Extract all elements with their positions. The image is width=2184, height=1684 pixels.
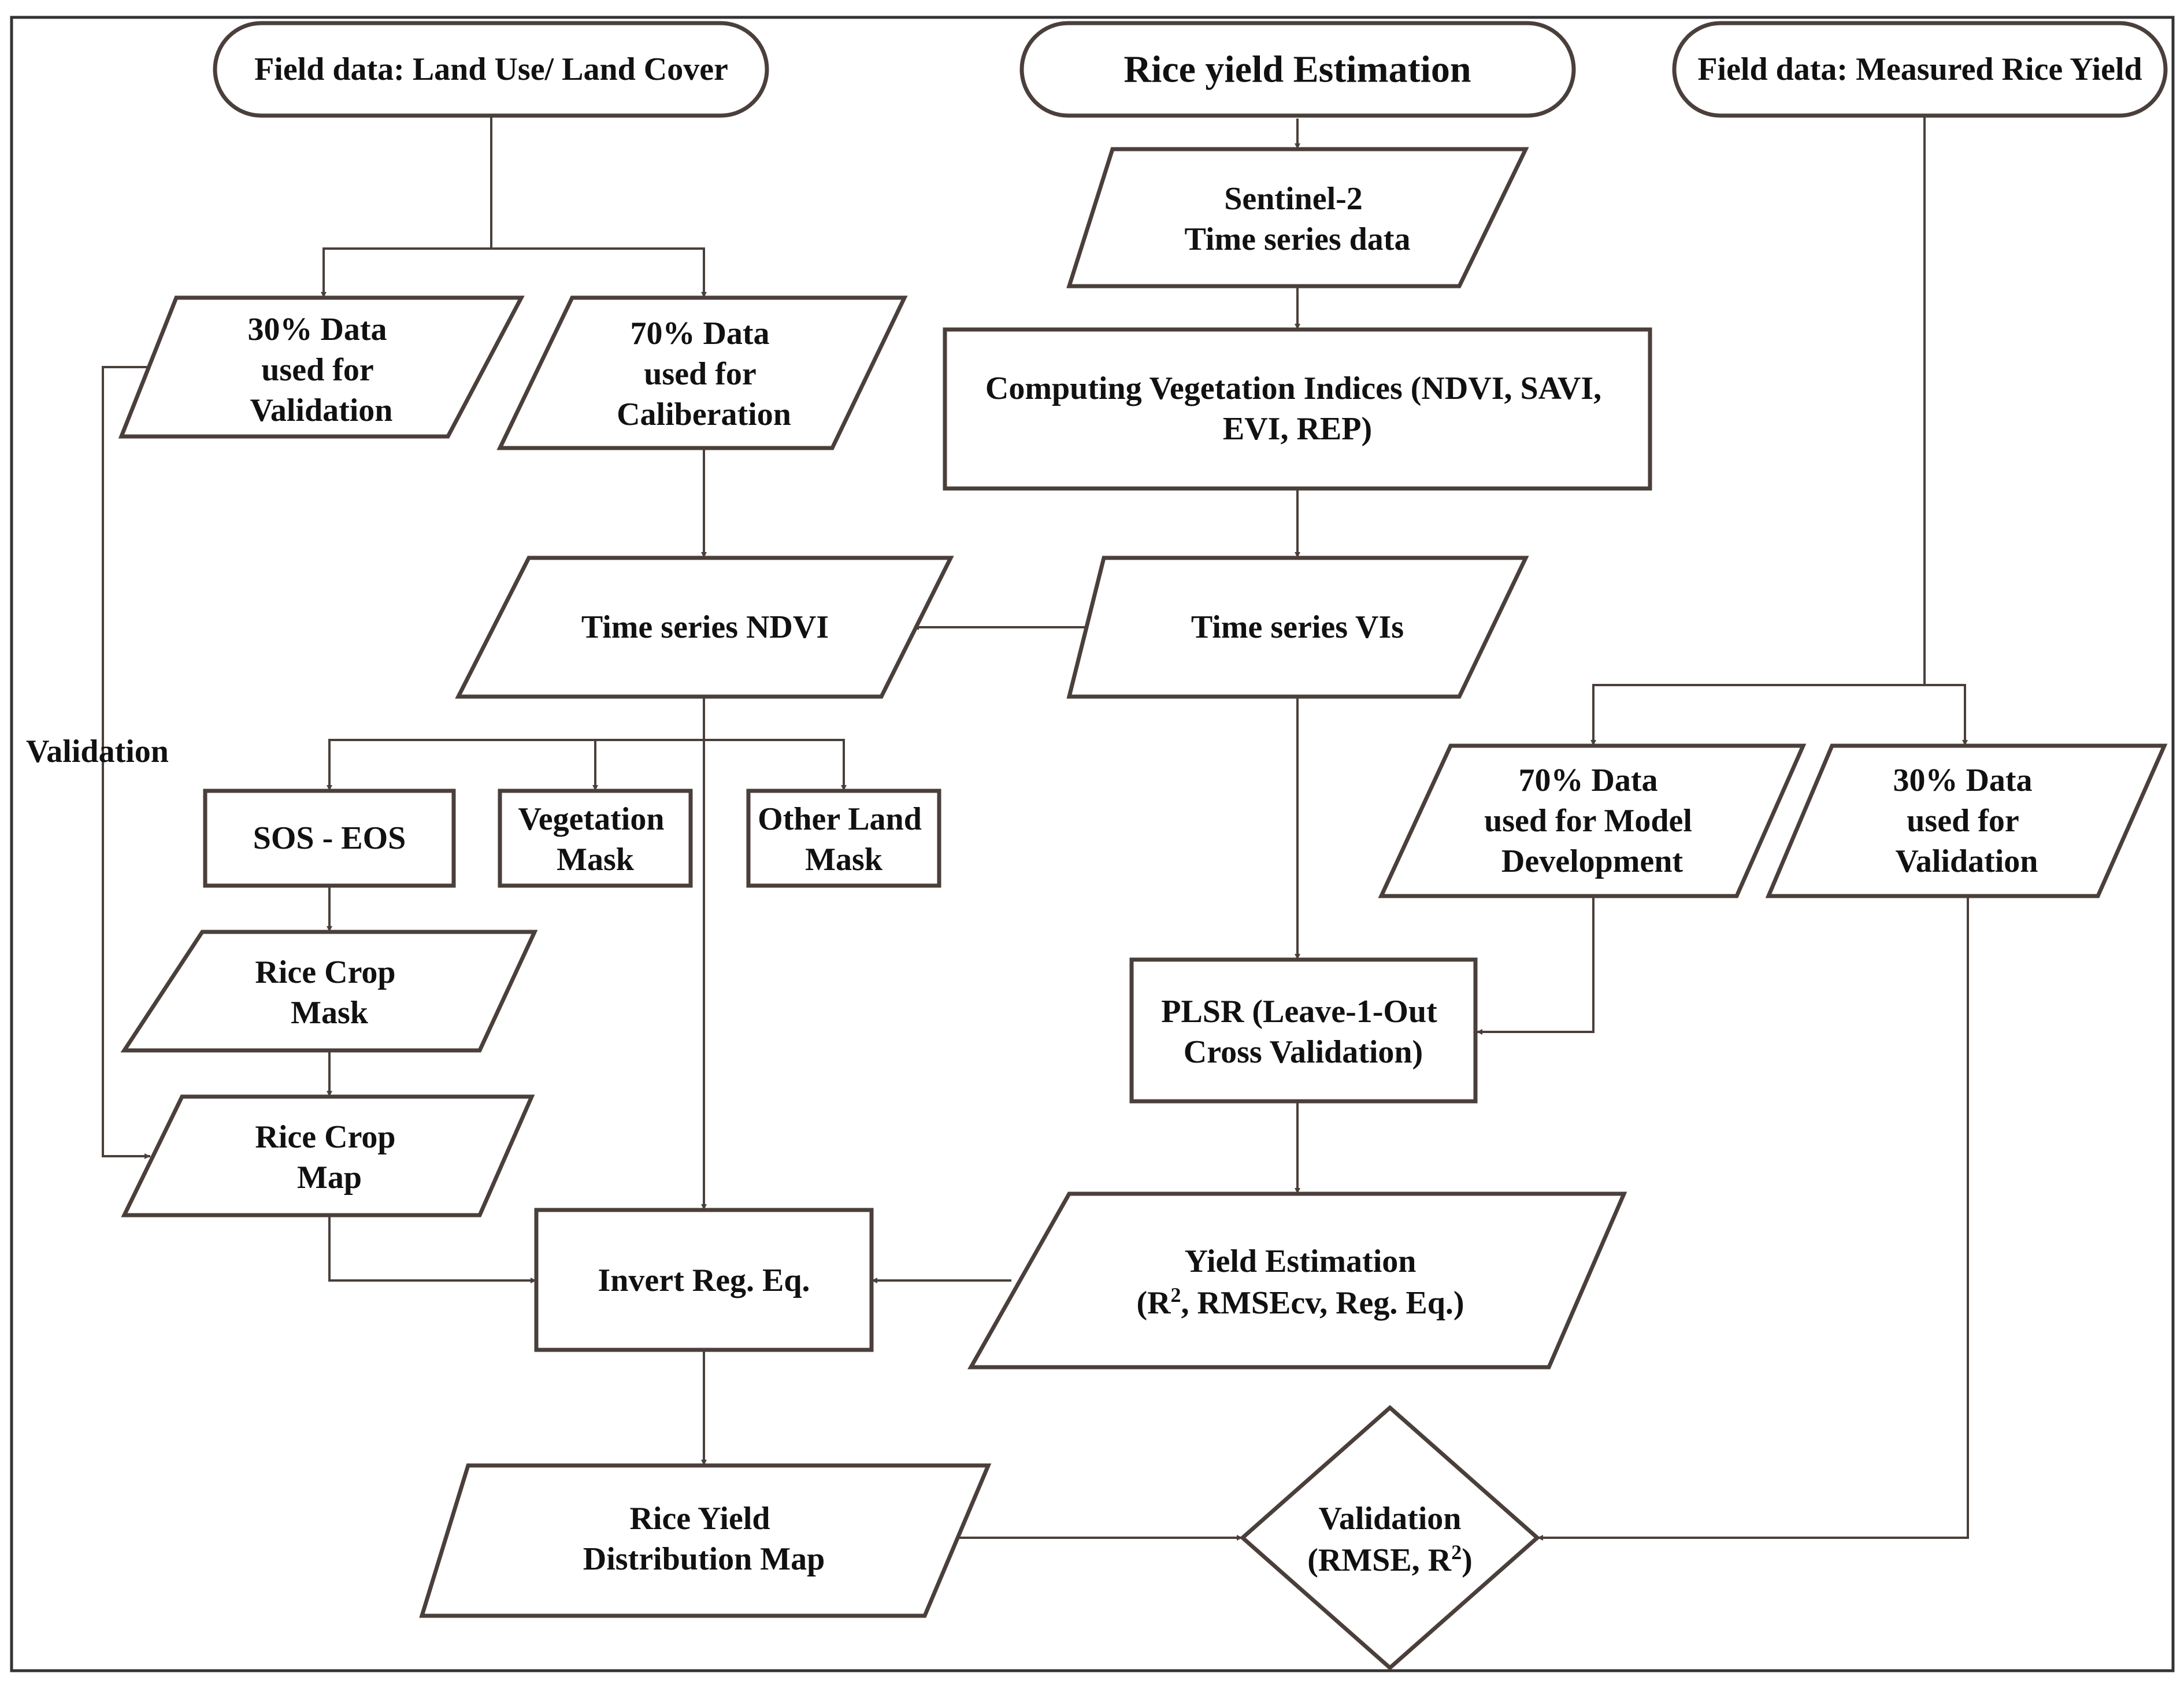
connector-tsndvi-split — [327, 697, 705, 791]
connector-validation-loop — [102, 366, 159, 1159]
outer-border — [10, 16, 2175, 1672]
sos-eos-node — [203, 789, 456, 888]
computing-vi-node — [943, 327, 1652, 491]
lulc-70-label: 70% Data used for Caliberation — [617, 316, 791, 432]
field-measured-yield-node — [1672, 21, 2168, 118]
yield-30-node — [1765, 743, 2168, 898]
validation-side-label: Validation — [26, 734, 169, 769]
lulc-30-node — [118, 295, 525, 439]
yield-70-label: 70% Data used for Model Development — [1484, 763, 1700, 879]
other-land-mask-label: Other Land Mask — [758, 801, 930, 878]
ts-ndvi-node — [455, 556, 954, 699]
connectors — [102, 116, 1969, 1541]
rice-crop-map-label: Rice Crop Map — [255, 1119, 403, 1196]
invert-reg-eq-label: Invert Reg. Eq. — [598, 1263, 810, 1298]
yield-30-label: 30% Data used for Validation — [1893, 763, 2040, 879]
rice-crop-map-node — [121, 1094, 535, 1217]
validation-final-metrics-label: (RMSE, R2) — [1307, 1541, 1473, 1578]
invert-reg-eq-node — [534, 1208, 874, 1352]
connector-yield70-to-plsr — [1477, 896, 1595, 1035]
ts-vis-label: Time series VIs — [1191, 609, 1404, 645]
veg-mask-node — [498, 789, 693, 888]
yield-estimation-label: Yield Estimation — [1185, 1243, 1417, 1279]
rice-yield-map-node — [419, 1463, 992, 1618]
connector-lulc-to-70 — [491, 247, 707, 298]
connector-measured-to-30 — [1925, 684, 1968, 746]
plsr-node — [1129, 957, 1478, 1104]
shapes — [118, 21, 2168, 1671]
validation-final-label: Validation — [1319, 1501, 1462, 1537]
yield-estimation-node — [967, 1191, 1627, 1370]
veg-mask-label: Vegetation Mask — [518, 801, 672, 878]
rice-yield-estimation-node — [1019, 21, 1576, 118]
sos-eos-label: SOS - EOS — [253, 820, 406, 856]
rice-yield-map-label: Rice Yield Distribution Map — [583, 1501, 825, 1577]
validation-final-node — [1239, 1405, 1541, 1671]
plsr-label: PLSR (Leave-1-Out Cross Validation) — [1161, 994, 1445, 1070]
connector-split-to-othermask — [595, 739, 847, 791]
other-land-mask-node — [746, 789, 941, 888]
field-measured-yield-label: Field data: Measured Rice Yield — [1697, 51, 2142, 87]
rice-yield-estimation-label: Rice yield Estimation — [1123, 49, 1471, 91]
field-lulc-node — [213, 21, 769, 118]
sentinel2-node — [1066, 147, 1529, 288]
lulc-30-label: 30% Data used for Validation — [247, 312, 395, 428]
ts-ndvi-label: Time series NDVI — [581, 609, 829, 645]
yield-estimation-metrics-label: (R2, RMSEcv, Reg. Eq.) — [1136, 1283, 1464, 1321]
yield-70-node — [1378, 743, 1807, 898]
field-lulc-label: Field data: Land Use/ Land Cover — [254, 51, 728, 87]
connector-measured-split — [1590, 116, 1926, 746]
computing-vi-label: Computing Vegetation Indices (NDVI, SAVI… — [985, 371, 1610, 447]
lulc-70-node — [496, 295, 908, 450]
connector-ricemap-to-invert — [328, 1215, 536, 1283]
rice-crop-mask-node — [120, 930, 538, 1053]
rice-crop-mask-label: Rice Crop Mask — [255, 954, 403, 1031]
ts-vis-node — [1066, 556, 1529, 699]
labels: Field data: Land Use/ Land Cover Rice yi… — [26, 49, 2142, 1579]
sentinel2-label: Sentinel-2 Time series data — [1185, 181, 1411, 257]
connector-yield30-to-validation — [1537, 896, 1969, 1541]
connector-lulc-split — [321, 116, 492, 298]
